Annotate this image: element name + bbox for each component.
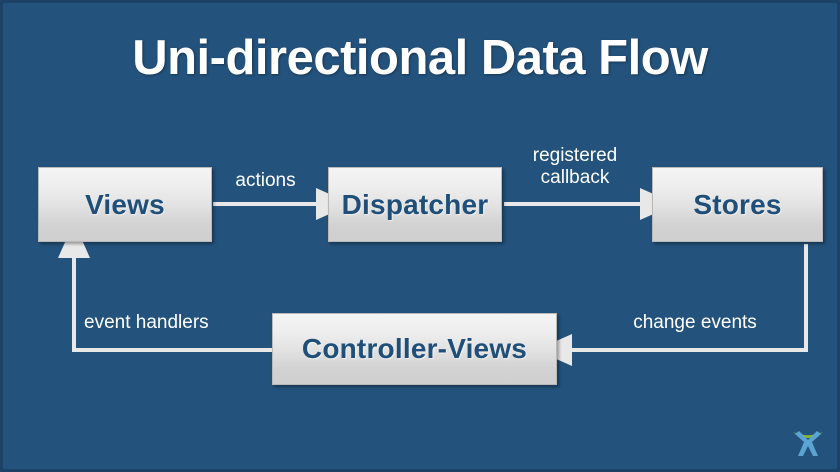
- arrow-stores-to-controller-views: [536, 244, 808, 366]
- edge-label-change-events: change events: [633, 312, 757, 333]
- node-dispatcher[interactable]: Dispatcher: [328, 167, 502, 242]
- node-controller-views-label: Controller-Views: [301, 333, 528, 364]
- figure-with-arc-logo: [793, 431, 823, 456]
- node-stores-label: Stores: [693, 188, 782, 220]
- node-views[interactable]: Views: [38, 167, 212, 242]
- edge-label-actions: actions: [235, 170, 296, 191]
- node-views-label: Views: [85, 188, 165, 220]
- node-stores[interactable]: Stores: [652, 167, 823, 242]
- edge-label-event-handlers: event handlers: [84, 312, 209, 333]
- node-controller-views[interactable]: Controller-Views: [272, 313, 557, 385]
- edge-label-registered-callback: registered callback: [532, 145, 618, 188]
- node-dispatcher-label: Dispatcher: [341, 188, 489, 220]
- arrow-controller-views-to-views: [58, 222, 272, 352]
- page-title: Uni-directional Data Flow: [132, 31, 708, 85]
